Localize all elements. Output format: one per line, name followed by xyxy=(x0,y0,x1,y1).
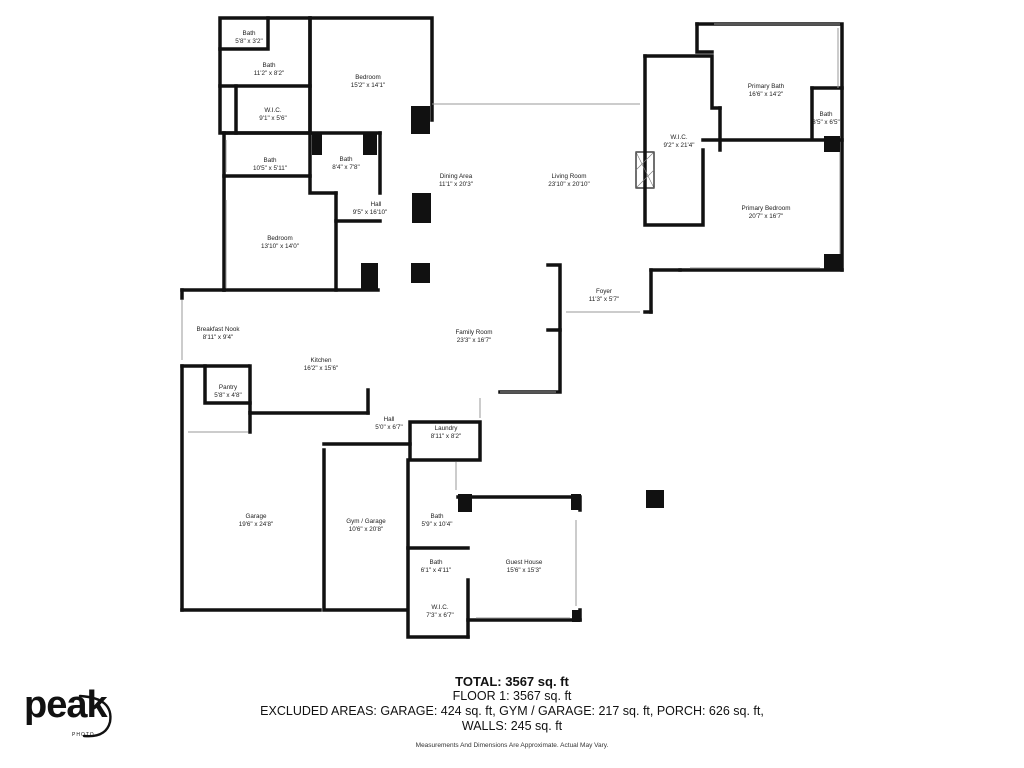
logo-subtext: PHOTO xyxy=(72,732,95,738)
room-dims: 23'3" x 16'7" xyxy=(457,337,492,344)
room-name: Hall xyxy=(371,201,382,208)
room-dims: 16'6" x 14'2" xyxy=(749,91,784,98)
floor-area: FLOOR 1: 3567 sq. ft xyxy=(452,689,572,703)
room-dims: 16'2" x 15'6" xyxy=(304,365,339,372)
room-name: W.I.C. xyxy=(264,107,281,114)
room-name: Bath xyxy=(340,156,353,163)
room-dims: 5'8" x 3'2" xyxy=(235,38,263,45)
room-name: Bedroom xyxy=(267,235,293,242)
room-name: Bedroom xyxy=(355,74,381,81)
wall xyxy=(218,16,270,51)
wall xyxy=(203,364,252,405)
room-name: W.I.C. xyxy=(431,604,448,611)
room-dims: 9'1" x 5'6" xyxy=(259,115,287,122)
logo-word: peak xyxy=(24,684,108,726)
room-dims: 8'11" x 8'2" xyxy=(431,433,462,440)
room-name: Gym / Garage xyxy=(346,518,386,525)
wall xyxy=(308,16,434,122)
room-name: Guest House xyxy=(506,559,543,566)
room-name: Bath xyxy=(430,559,443,566)
fireplace-hatch xyxy=(635,151,655,189)
room-dims: 7'3" x 6'7" xyxy=(426,612,454,619)
room-dims: 19'6" x 24'8" xyxy=(239,521,274,528)
room-dims: 5'9" x 10'4" xyxy=(421,521,452,528)
room-name: Bath xyxy=(264,157,277,164)
room-dims: 9'5" x 16'10" xyxy=(353,209,388,216)
room-name: Garage xyxy=(245,513,267,520)
room-dims: 5'8" x 4'8" xyxy=(214,392,242,399)
room-name: W.I.C. xyxy=(670,134,687,141)
room-name: Family Room xyxy=(455,329,492,336)
room-dims: 13'10" x 14'0" xyxy=(261,243,299,250)
room-name: Bath xyxy=(263,62,276,69)
room-name: Bath xyxy=(243,30,256,37)
room-dims: 23'10" x 20'10" xyxy=(548,181,590,188)
wall xyxy=(456,495,582,512)
room-name: Living Room xyxy=(552,173,587,180)
room-name: Hall xyxy=(384,416,395,423)
room-dims: 11'2" x 8'2" xyxy=(254,70,285,77)
walls-area: WALLS: 245 sq. ft xyxy=(461,719,563,733)
room-dims: 5'0" x 6'7" xyxy=(375,424,403,431)
room-dims: 10'5" x 5'11" xyxy=(253,165,287,172)
room-dims: 3'5" x 6'5" xyxy=(812,119,840,126)
room-name: Breakfast Nook xyxy=(196,326,240,333)
room-name: Primary Bath xyxy=(748,83,785,90)
room-name: Kitchen xyxy=(310,357,332,364)
room-dims: 9'2" x 21'4" xyxy=(663,142,694,149)
room-name: Bath xyxy=(820,111,833,118)
total-area: TOTAL: 3567 sq. ft xyxy=(455,674,569,689)
room-dims: 6'1" x 4'11" xyxy=(421,567,452,574)
room-name: Pantry xyxy=(219,384,238,391)
room-dims: 10'6" x 20'8" xyxy=(349,526,384,533)
room-name: Dining Area xyxy=(440,173,473,180)
room-name: Bath xyxy=(431,513,444,520)
room-name: Primary Bedroom xyxy=(742,205,791,212)
room-dims: 8'4" x 7'8" xyxy=(332,164,360,171)
wall xyxy=(498,328,562,394)
wall xyxy=(308,131,338,195)
disclaimer: Measurements And Dimensions Are Approxim… xyxy=(415,742,609,749)
room-name: Laundry xyxy=(435,425,459,432)
room-dims: 20'7" x 16'7" xyxy=(749,213,784,220)
wall xyxy=(408,420,482,462)
wall xyxy=(695,22,714,54)
wall xyxy=(643,54,722,110)
excluded-areas: EXCLUDED AREAS: GARAGE: 424 sq. ft, GYM … xyxy=(260,704,764,718)
room-name: Foyer xyxy=(596,288,612,295)
wall xyxy=(643,54,705,227)
wall xyxy=(322,448,407,612)
room-dims: 11'3" x 5'7" xyxy=(589,296,620,303)
room-dims: 11'1" x 20'3" xyxy=(439,181,473,188)
wall xyxy=(546,263,562,332)
room-dims: 15'2" x 14'1" xyxy=(351,82,386,89)
room-dims: 8'11" x 9'4" xyxy=(203,334,234,341)
wall xyxy=(406,458,470,639)
room-dims: 15'6" x 15'3" xyxy=(507,567,542,574)
logo-swoosh xyxy=(78,694,112,738)
brand-logo: peak PHOTO xyxy=(22,684,118,742)
